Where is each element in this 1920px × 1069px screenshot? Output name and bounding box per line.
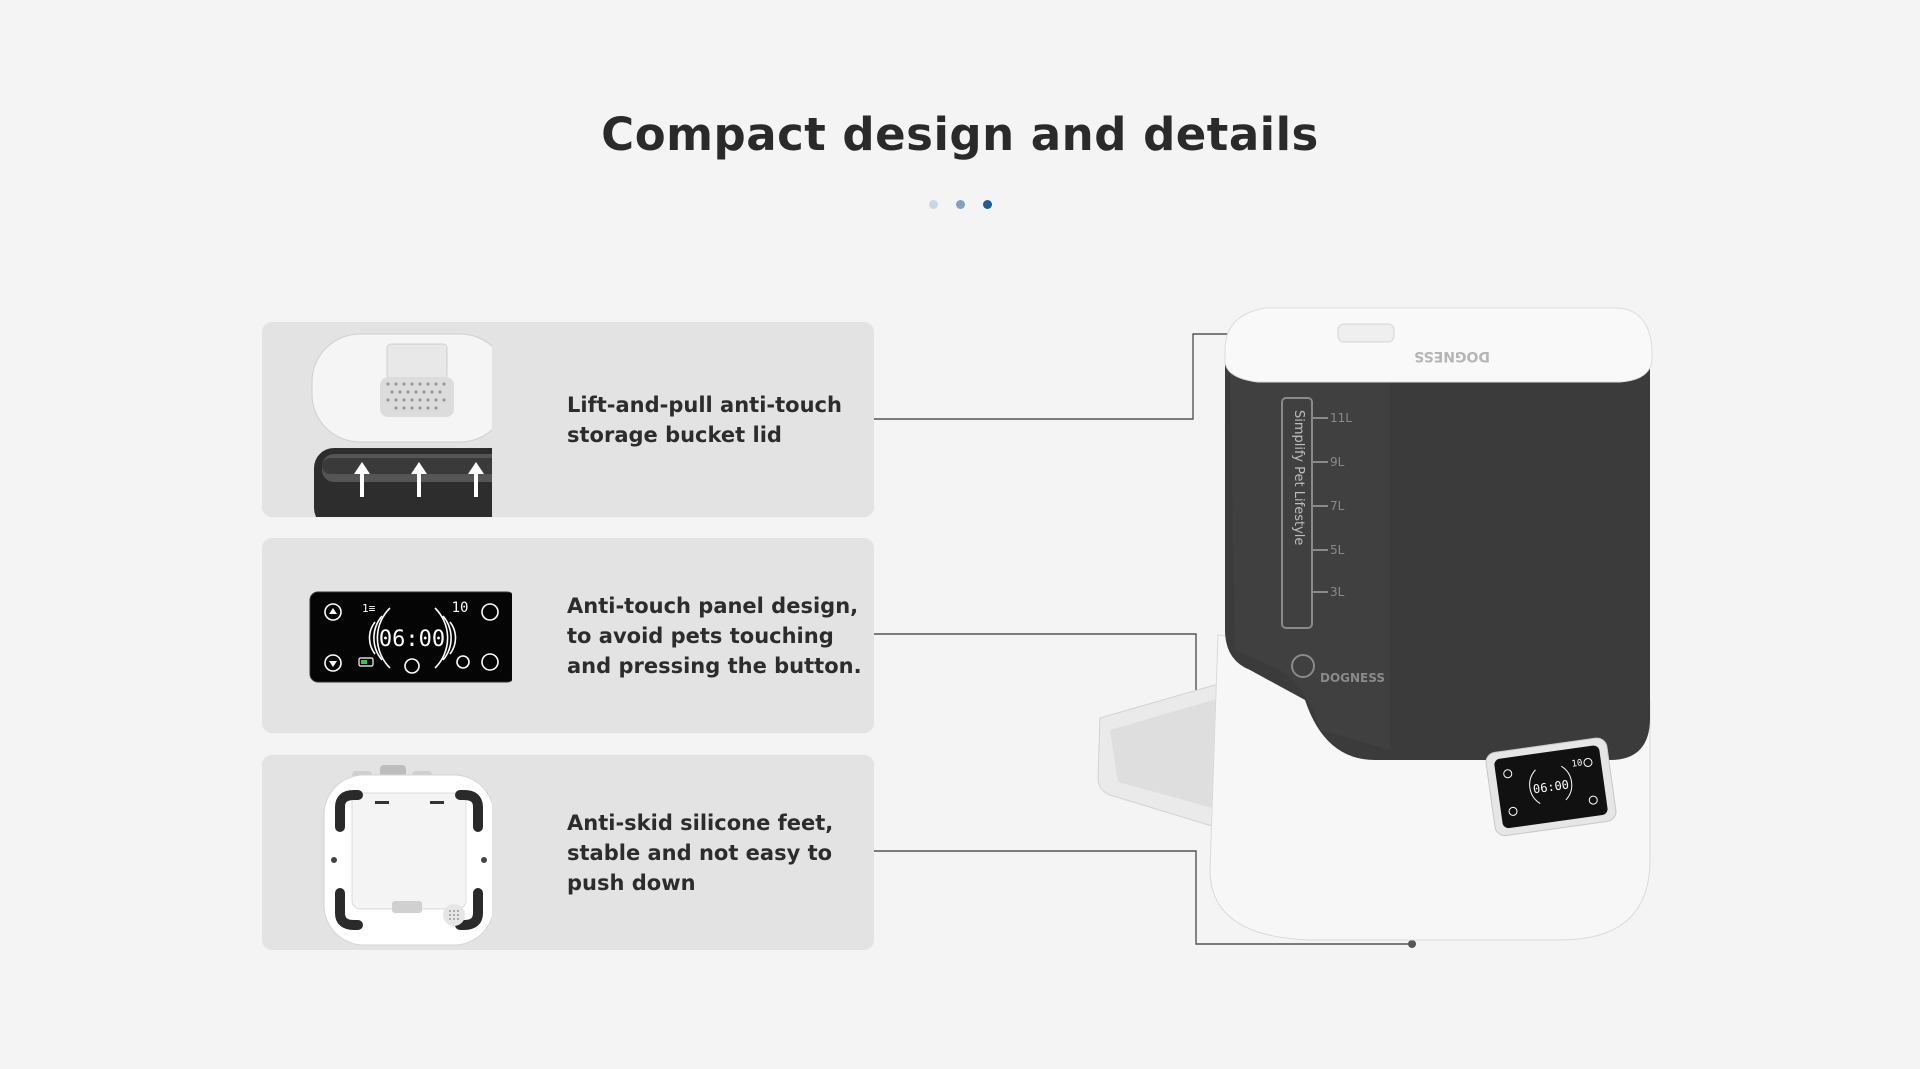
page-title: Compact design and details: [601, 108, 1319, 161]
carousel-dot-2[interactable]: [955, 200, 965, 209]
scale-mark-3l: 3L: [1330, 585, 1345, 599]
tank-slogan: Simplify Pet Lifestyle: [1291, 410, 1306, 545]
feature-card-feet: Anti-skid silicone feet, stable and not …: [262, 755, 874, 950]
panel-time-readout: 06:00: [379, 627, 445, 652]
lid-brand-text: DOGNESS: [1414, 348, 1490, 364]
product-display-portion: 10: [1571, 758, 1583, 769]
scale-mark-9l: 9L: [1330, 455, 1345, 469]
callout-line-feet: [874, 850, 1412, 945]
scale-mark-11l: 11L: [1330, 411, 1352, 425]
feature-card-panel: 1≡ 06:00 10 Anti-touch panel design, to …: [262, 538, 874, 733]
lid-image: [311, 333, 492, 517]
control-panel-image: 1≡ 06:00 10: [309, 591, 512, 683]
callout-dot-feet: [1408, 940, 1416, 948]
feature-caption-lid: Lift-and-pull anti-touch storage bucket …: [567, 392, 842, 447]
carousel-dot-1[interactable]: [928, 200, 938, 209]
product-display-time: 06:00: [1532, 777, 1570, 796]
svg-text:1≡: 1≡: [362, 602, 376, 615]
feeder-bottom-image: [323, 765, 492, 946]
tank-brand-text: DOGNESS: [1320, 671, 1385, 685]
feature-caption-panel: Anti-touch panel design, to avoid pets t…: [567, 593, 862, 678]
feature-caption-feet: Anti-skid silicone feet, stable and not …: [567, 810, 834, 895]
carousel-pagination: [0, 200, 1920, 209]
panel-portion-readout: 10: [452, 600, 469, 616]
carousel-dot-3-active[interactable]: [982, 200, 992, 209]
pet-feeder-product-image: DOGNESS Simplify Pet Lifestyle 11L 9L 7L…: [1097, 307, 1653, 941]
scale-mark-5l: 5L: [1330, 543, 1345, 557]
scale-mark-7l: 7L: [1330, 499, 1345, 513]
feature-card-lid: Lift-and-pull anti-touch storage bucket …: [262, 322, 874, 517]
